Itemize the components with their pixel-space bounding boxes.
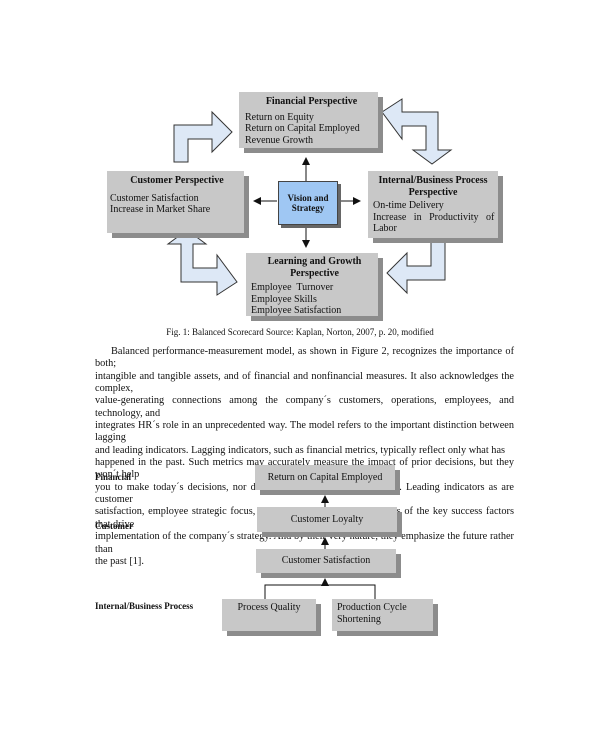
learning-item: Employee Skills — [251, 293, 317, 305]
fig2-label-internal: Internal/Business Process — [95, 601, 194, 611]
fig2-label-customer: Customer — [95, 521, 133, 531]
paragraph-line: implementation of the company´s strategy… — [95, 531, 514, 555]
customer-item: Increase in Market Share — [110, 204, 211, 215]
fig2-box-customer-satisfaction: Customer Satisfaction — [256, 549, 396, 573]
learning-growth-box: Learning and Growth Perspective Employee… — [246, 253, 378, 316]
internal-item: Increase in Productivity of — [373, 211, 495, 223]
customer-perspective-title: Customer Perspective — [130, 175, 224, 186]
learning-item: Employee Turnover — [251, 282, 334, 293]
block-arrow-internal-to-learning — [386, 241, 446, 295]
customer-item: Customer Satisfaction — [110, 192, 199, 204]
paragraph-line: value-generating connections among the c… — [95, 395, 514, 419]
financial-perspective-box: Financial Perspective Return on Equity R… — [239, 92, 378, 148]
internal-item: Labor — [373, 223, 397, 234]
figure1-caption: Fig. 1: Balanced Scorecard Source: Kapla… — [166, 327, 434, 337]
paragraph-line: the past [1]. — [95, 555, 144, 567]
financial-perspective-title: Financial Perspective — [265, 96, 358, 107]
fig2-production-line2: Shortening — [337, 614, 381, 625]
block-arrow-customer-to-financial — [173, 110, 233, 163]
learning-growth-title-2: Perspective — [290, 267, 339, 279]
internal-process-title-2: Perspective — [408, 186, 458, 198]
fig2-box-customer-loyalty: Customer Loyalty — [257, 507, 397, 532]
learning-growth-title: Learning and Growth — [267, 256, 362, 267]
fig2-box-process-quality: Process Quality — [222, 599, 316, 631]
financial-item: Revenue Growth — [245, 134, 314, 146]
vision-strategy-line1: Vision and — [287, 192, 329, 203]
paragraph-line: happened in the past. Such metrics may a… — [95, 457, 514, 481]
financial-item: Return on Equity — [245, 111, 314, 123]
fig2-box-return-capital: Return on Capital Employed — [255, 465, 395, 490]
internal-item: On-time Delivery — [373, 200, 444, 211]
vision-strategy-line2: Strategy — [291, 203, 325, 213]
paragraph-line: and leading indicators. Lagging indicato… — [95, 444, 506, 456]
fig2-production-line1: Production Cycle — [337, 602, 407, 613]
fig2-box-production-cycle: Production Cycle Shortening — [332, 599, 433, 631]
financial-item: Return on Capital Employed — [245, 123, 360, 134]
paragraph-line: intangible and tangible assets, and of f… — [95, 370, 514, 395]
customer-perspective-box: Customer Perspective Customer Satisfacti… — [107, 171, 244, 233]
internal-process-title: Internal/Business Process — [378, 175, 488, 186]
block-arrow-financial-to-internal — [381, 98, 453, 165]
paragraph-line: Balanced performance-measurement model, … — [95, 346, 514, 370]
fig2-connector-process — [264, 584, 376, 599]
fig2-label-financial: Financial — [95, 472, 132, 482]
learning-item: Employee Satisfaction — [251, 305, 342, 316]
paragraph-line: integrates HR´s role in an unprecedented… — [95, 420, 514, 444]
vision-strategy-box: Vision and Strategy — [278, 181, 338, 225]
internal-process-box: Internal/Business Process Perspective On… — [368, 171, 498, 238]
